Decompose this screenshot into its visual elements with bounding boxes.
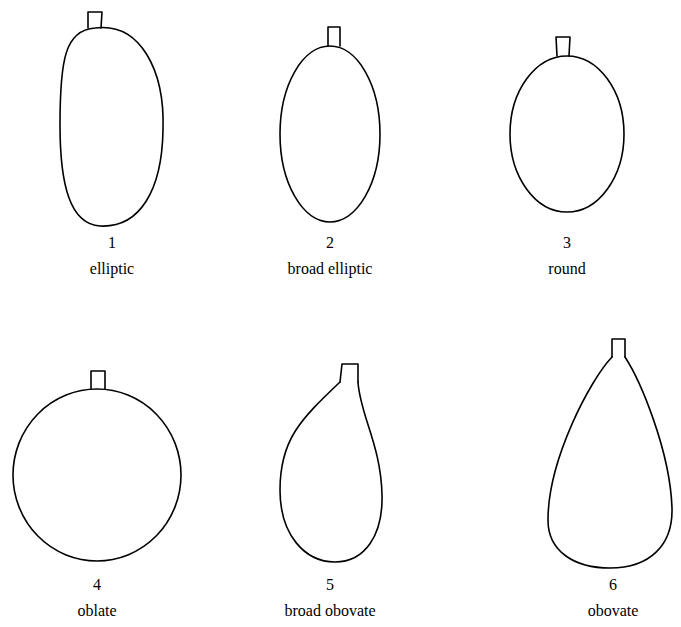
fruit-stem <box>556 37 570 56</box>
shape-number: 5 <box>326 576 334 594</box>
obovate-fruit <box>548 357 672 568</box>
oblate-fruit <box>13 389 181 561</box>
shape-name: elliptic <box>90 260 134 278</box>
shape-number: 2 <box>326 234 334 252</box>
fruit-stem <box>340 364 358 382</box>
fruit-stem <box>91 371 105 389</box>
shape-number: 6 <box>609 576 617 594</box>
shape-name: round <box>548 260 585 278</box>
fruit-stem <box>328 27 340 46</box>
shape-name: oblate <box>77 602 116 620</box>
round-fruit <box>510 56 624 212</box>
shape-number: 4 <box>93 576 101 594</box>
fruit-stem <box>612 339 625 357</box>
fruit-stem <box>88 12 102 28</box>
shape-name: broad elliptic <box>288 260 373 278</box>
shape-number: 3 <box>563 234 571 252</box>
elliptic-fruit <box>60 27 163 226</box>
broad-obovate-fruit <box>280 382 382 562</box>
shape-name: broad obovate <box>284 602 375 620</box>
shape-name: obovate <box>588 602 639 620</box>
broad-elliptic-fruit <box>280 46 380 222</box>
shape-number: 1 <box>108 234 116 252</box>
